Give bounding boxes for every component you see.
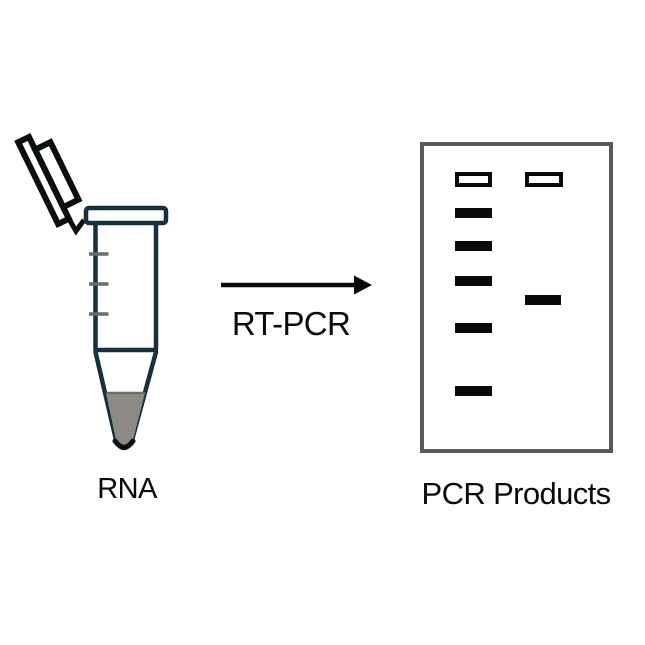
gel-band-sample	[525, 295, 561, 305]
gel-band-ladder	[455, 386, 492, 396]
gel-band-ladder	[455, 241, 492, 251]
gel-well-sample	[525, 172, 563, 187]
tube-liquid	[106, 393, 145, 446]
rna-tube-icon	[14, 132, 169, 451]
pcr-products-label: PCR Products	[421, 476, 612, 511]
rtpcr-arrow-icon	[221, 275, 372, 295]
gel-band-ladder	[455, 276, 492, 286]
gel-band-ladder	[455, 208, 492, 218]
tube-cap-icon	[14, 132, 83, 229]
gel-well-ladder	[455, 172, 492, 187]
tube-cap-hinge	[66, 217, 87, 236]
gel-panel	[420, 142, 613, 453]
rna-label: RNA	[97, 473, 157, 505]
tube-graduation-marks	[89, 252, 109, 316]
tube-rim	[83, 205, 169, 226]
gel-band-ladder	[455, 323, 492, 333]
rtpcr-label: RT-PCR	[231, 305, 351, 342]
tube-body	[93, 224, 159, 353]
tube-tip	[112, 438, 136, 450]
